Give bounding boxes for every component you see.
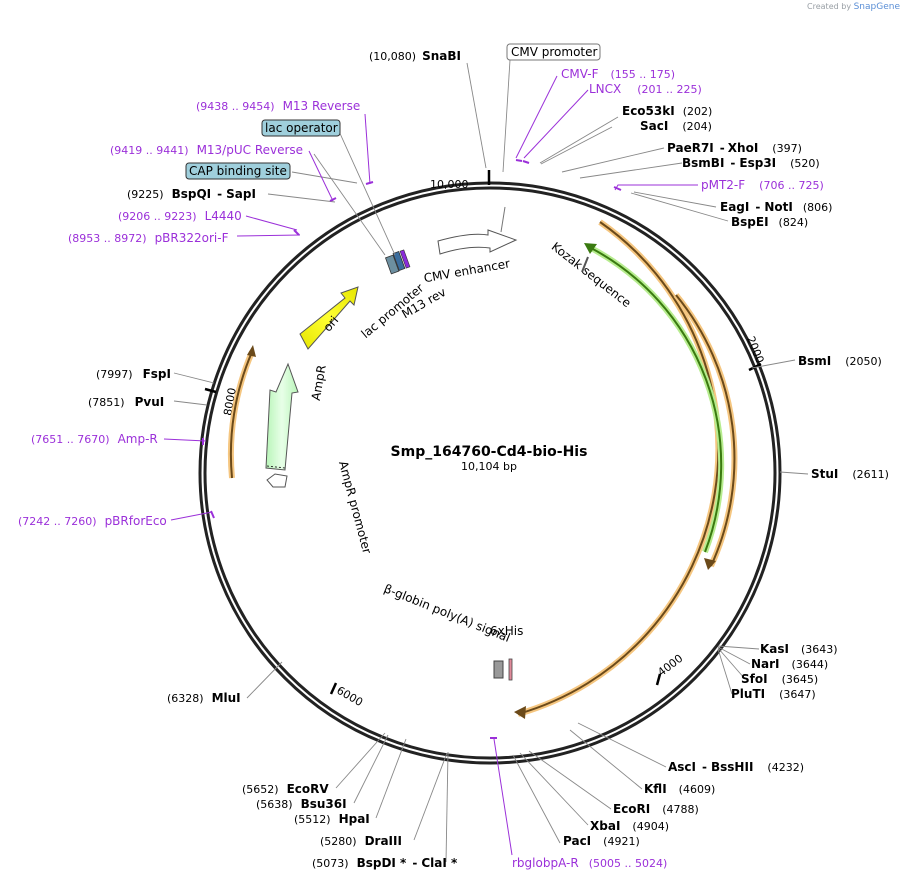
enzyme-kasi: KasI(3643) (760, 642, 838, 656)
enzyme-bspdi: (5073)BspDI *-ClaI * (312, 856, 458, 870)
tick-label-10000: 10,000 (430, 178, 469, 191)
enzyme-labels: (10,080)SnaBI Eco53kI(202) SacI(204) Pae… (88, 49, 889, 870)
enzyme-fspi: (7997)FspI (96, 367, 171, 381)
enzyme-hpai: (5512)HpaI (294, 812, 370, 826)
orange-feature-outer (514, 219, 722, 719)
ampr-label: AmpR (309, 364, 329, 402)
primer-labels: CMV-F(155 .. 175) LNCX(201 .. 225) pMT2-… (18, 67, 824, 870)
enzyme-bsmbi: BsmBI-Esp3I(520) (682, 156, 820, 170)
lac-operator-mark (384, 254, 400, 275)
ori-arrow (299, 286, 359, 350)
credit-prefix: Created by (807, 2, 852, 11)
enzyme-bspqi: (9225)BspQI-SapI (127, 187, 256, 201)
enzyme-kfli: KflI(4609) (644, 782, 715, 796)
ampr-promoter-label: AmpR promoter (336, 459, 374, 555)
enzyme-xbai: XbaI(4904) (590, 819, 669, 833)
primer-m13puc: (9419 .. 9441)M13/pUC Reverse (110, 143, 303, 157)
enzyme-eco53ki: Eco53kI(202) (622, 104, 712, 118)
lac-operator-box: lac operator (261, 119, 341, 137)
tick-label-6000: 6000 (334, 684, 365, 709)
primer-cmvf: CMV-F(155 .. 175) (561, 67, 675, 81)
primer-lncx: LNCX(201 .. 225) (589, 82, 702, 96)
globin-polya-mark (493, 660, 504, 679)
primer-pbrfor: (7242 .. 7260)pBRforEco (18, 514, 167, 528)
cmv-promoter-box: CMV promoter (506, 43, 601, 61)
primer-rbglob: rbglobpA-R(5005 .. 5024) (512, 856, 667, 870)
kozak-marker (581, 256, 589, 273)
enzyme-stui: StuI(2611) (811, 467, 889, 481)
enzyme-eagi: EagI-NotI(806) (720, 200, 832, 214)
globin-label: β-globin poly(A) signal (382, 581, 512, 645)
enzyme-asci: AscI-BssHII(4232) (668, 760, 804, 774)
orange-feature-left (227, 345, 256, 479)
enzyme-paer7i: PaeR7I-XhoI(397) (667, 141, 802, 155)
primer-pbr322: (8953 .. 8972)pBR322ori-F (68, 231, 229, 245)
snapgene-brand: SnapGene (853, 2, 900, 12)
enzyme-leaders (173, 59, 809, 863)
lac-promoter-mark (392, 251, 406, 271)
enzyme-ecorv: (5652)EcoRV (242, 782, 329, 796)
globin-rest: -globin poly(A) signal (389, 584, 512, 645)
snapgene-credit: Created by SnapGene (807, 2, 900, 12)
enzyme-snabi: (10,080)SnaBI (369, 49, 461, 63)
enzyme-pluti: PluTI(3647) (731, 687, 816, 701)
tick-label-4000: 4000 (655, 652, 685, 679)
enzyme-saci: SacI(204) (640, 119, 712, 133)
sixhis-label: 6xHis (490, 624, 523, 638)
enzyme-ecori: EcoRI(4788) (613, 802, 699, 816)
lac-operator-label: lac operator (265, 121, 338, 135)
plasmid-name: Smp_164760-Cd4-bio-His (391, 444, 588, 460)
orange-feature-middle (673, 293, 738, 570)
enzyme-draiii: (5280)DraIII (320, 834, 402, 848)
enzyme-sfoi: SfoI(3645) (741, 672, 818, 686)
primer-marks (202, 159, 622, 739)
enzyme-mlui: (6328)MluI (167, 691, 241, 705)
tick-marks (204, 170, 762, 695)
sixhis-mark (508, 658, 513, 681)
cmv-promoter-label: CMV promoter (511, 45, 598, 59)
cap-binding-label: CAP binding site (189, 164, 287, 178)
primer-ampr: (7651 .. 7670)Amp-R (31, 432, 158, 446)
primer-m13rev: (9438 .. 9454)M13 Reverse (196, 99, 360, 113)
ampr-arrow (265, 362, 299, 471)
cmv-enhancer-arrow (437, 229, 518, 255)
plasmid-length: 10,104 bp (461, 460, 517, 473)
m13-rev-mark (399, 249, 411, 269)
enzyme-bsu36i: (5638)Bsu36I (256, 797, 347, 811)
enzyme-pvui: (7851)PvuI (88, 395, 164, 409)
ampr-promoter-arrow (266, 473, 288, 488)
enzyme-nari: NarI(3644) (751, 657, 828, 671)
green-feature (584, 243, 725, 554)
primer-pmt2f: pMT2-F(706 .. 725) (701, 178, 824, 192)
enzyme-bspei: BspEI(824) (731, 215, 808, 229)
backbone-inner (203, 186, 777, 760)
enzyme-paci: PacI(4921) (563, 834, 640, 848)
primer-l4440: (9206 .. 9223)L4440 (118, 209, 242, 223)
cap-binding-box: CAP binding site (185, 162, 291, 180)
enzyme-bsmi: BsmI(2050) (798, 354, 882, 368)
cmv-enhancer-label: CMV enhancer (423, 256, 511, 285)
